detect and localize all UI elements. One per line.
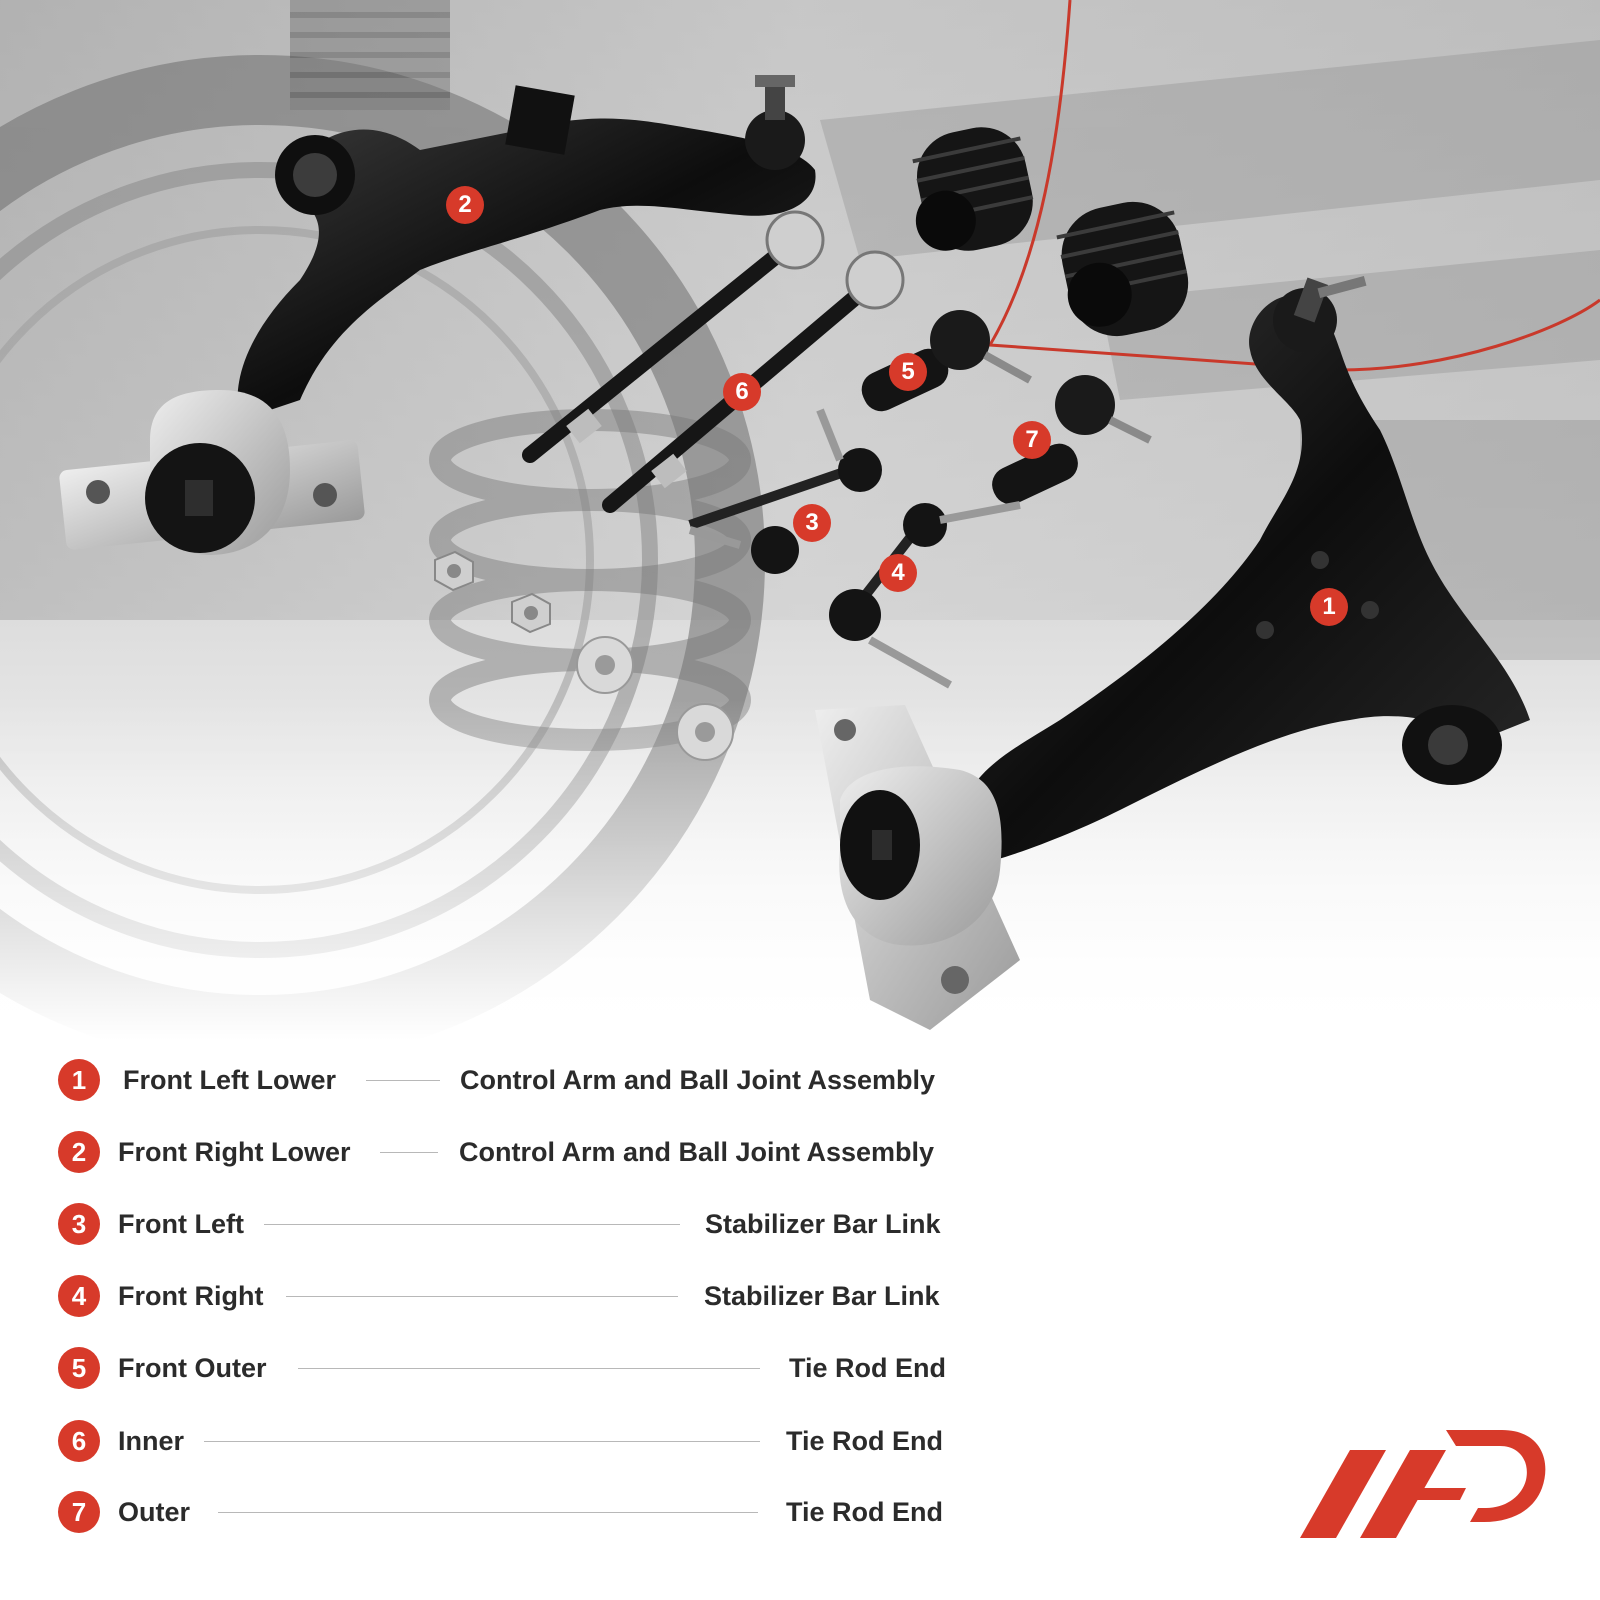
legend-leader-line [218, 1512, 758, 1513]
legend-number-badge: 3 [58, 1203, 100, 1245]
callout-3: 3 [793, 504, 831, 542]
product-photo: 1 2 3 4 5 6 7 [0, 0, 1600, 1040]
legend-position-label: Inner [118, 1426, 185, 1456]
legend-number-badge: 4 [58, 1275, 100, 1317]
steering-rack-boots [912, 127, 1189, 337]
control-arm-front-left [815, 275, 1530, 1030]
logo-mark [1300, 1430, 1546, 1538]
legend-position-label: Front Left [118, 1209, 244, 1239]
legend-number-badge: 7 [58, 1491, 100, 1533]
legend-leader-line [286, 1296, 678, 1297]
legend-number-badge: 2 [58, 1131, 100, 1173]
suspension-kit-illustration [0, 0, 1600, 1040]
legend-part-label: Tie Rod End [786, 1426, 944, 1456]
callout-1: 1 [1310, 588, 1348, 626]
red-wire [987, 0, 1600, 372]
legend-number-badge: 1 [58, 1059, 100, 1101]
legend-leader-line [298, 1368, 760, 1369]
hardware-nuts-washers [434, 550, 734, 761]
callout-5: 5 [889, 353, 927, 391]
legend-part-label: Tie Rod End [786, 1497, 944, 1527]
background-strut [290, 0, 450, 110]
a-premium-logo-icon [1300, 1410, 1550, 1540]
stabilizer-link-front-left [688, 408, 882, 574]
callout-6: 6 [723, 373, 761, 411]
legend-position-label: Front Right Lower [118, 1137, 351, 1167]
callout-2: 2 [446, 186, 484, 224]
legend-part-label: Stabilizer Bar Link [705, 1209, 941, 1239]
legend-leader-line [264, 1224, 680, 1225]
legend-part-label: Stabilizer Bar Link [704, 1281, 940, 1311]
legend-part-label: Control Arm and Ball Joint Assembly [460, 1065, 936, 1095]
outer-tie-rod-end [992, 375, 1152, 505]
legend-position-label: Front Outer [118, 1353, 267, 1383]
legend-position-label: Front Right [118, 1281, 264, 1311]
legend-leader-line [380, 1152, 438, 1153]
callout-4: 4 [879, 554, 917, 592]
control-arm-front-right [59, 75, 816, 555]
legend-part-label: Tie Rod End [789, 1353, 947, 1383]
legend-position-label: Outer [118, 1497, 191, 1527]
callout-7: 7 [1013, 421, 1051, 459]
legend-part-label: Control Arm and Ball Joint Assembly [459, 1137, 935, 1167]
legend-leader-line [204, 1441, 760, 1442]
legend-position-label: Front Left Lower [123, 1065, 336, 1095]
legend-leader-line [366, 1080, 440, 1081]
legend-number-badge: 6 [58, 1420, 100, 1462]
legend-number-badge: 5 [58, 1347, 100, 1389]
